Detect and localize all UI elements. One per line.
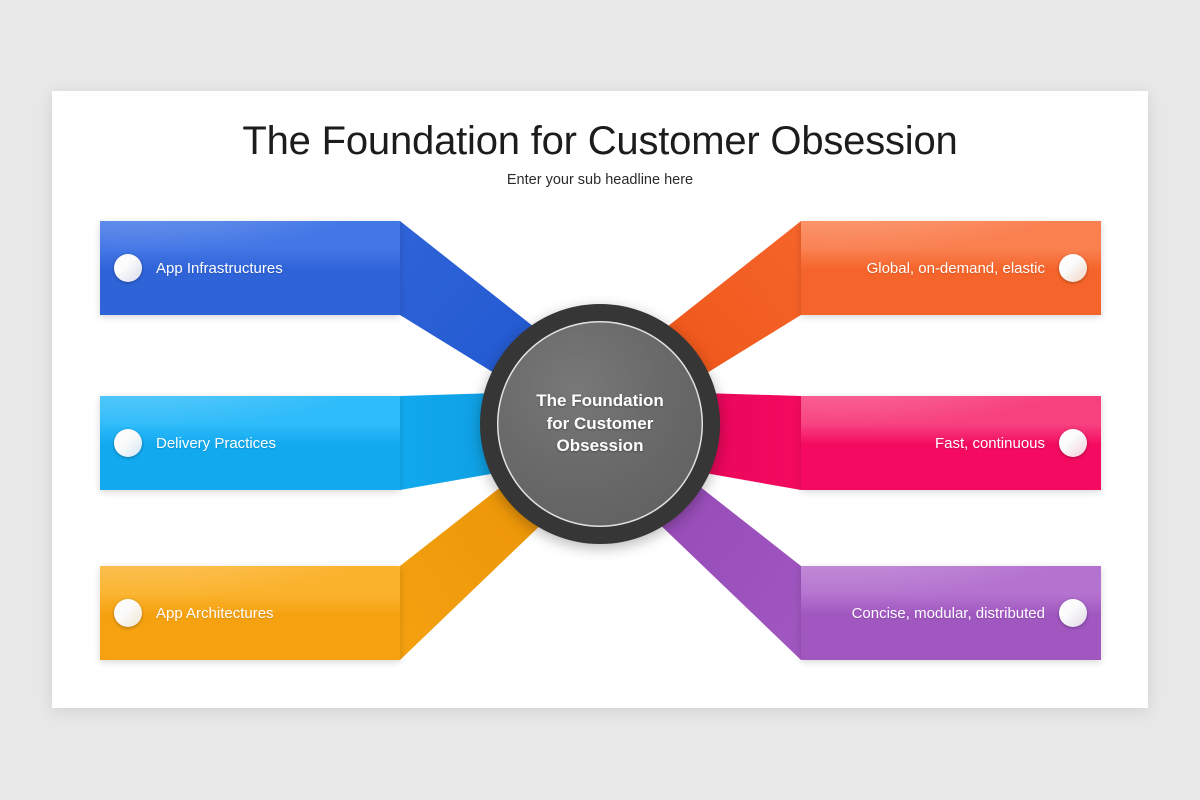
item-bar-app-infrastructures[interactable]: App Infrastructures — [100, 221, 400, 315]
item-label-delivery-practices: Delivery Practices — [156, 434, 277, 452]
item-bar-fast-continuous[interactable]: Fast, continuous — [801, 396, 1101, 490]
slide-canvas: The Foundation for Customer Obsession En… — [52, 91, 1148, 708]
item-bar-app-architectures[interactable]: App Architectures — [100, 566, 400, 660]
center-node-inner: The Foundation for Customer Obsession — [497, 321, 703, 527]
center-node-label: The Foundation for Customer Obsession — [536, 391, 664, 456]
item-bar-global-on-demand-elastic[interactable]: Global, on-demand, elastic — [801, 221, 1101, 315]
item-label-global-on-demand-elastic: Global, on-demand, elastic — [866, 259, 1045, 277]
bullet-circle-icon — [1059, 429, 1087, 457]
item-label-app-architectures: App Architectures — [156, 604, 274, 622]
bullet-circle-icon — [1059, 599, 1087, 627]
bullet-circle-icon — [1059, 254, 1087, 282]
item-label-concise-modular-distributed: Concise, modular, distributed — [851, 604, 1045, 622]
bullet-circle-icon — [114, 599, 142, 627]
item-label-fast-continuous: Fast, continuous — [934, 434, 1045, 452]
infographic-diagram: App Infrastructures Delivery Practices A… — [52, 91, 1148, 708]
item-bar-concise-modular-distributed[interactable]: Concise, modular, distributed — [801, 566, 1101, 660]
bullet-circle-icon — [114, 254, 142, 282]
page-title: The Foundation for Customer Obsession — [242, 119, 958, 163]
page-subtitle: Enter your sub headline here — [506, 172, 694, 188]
center-node[interactable]: The Foundation for Customer Obsession — [480, 304, 720, 544]
item-label-app-infrastructures: App Infrastructures — [156, 259, 283, 277]
bullet-circle-icon — [114, 429, 142, 457]
item-bar-delivery-practices[interactable]: Delivery Practices — [100, 396, 400, 490]
